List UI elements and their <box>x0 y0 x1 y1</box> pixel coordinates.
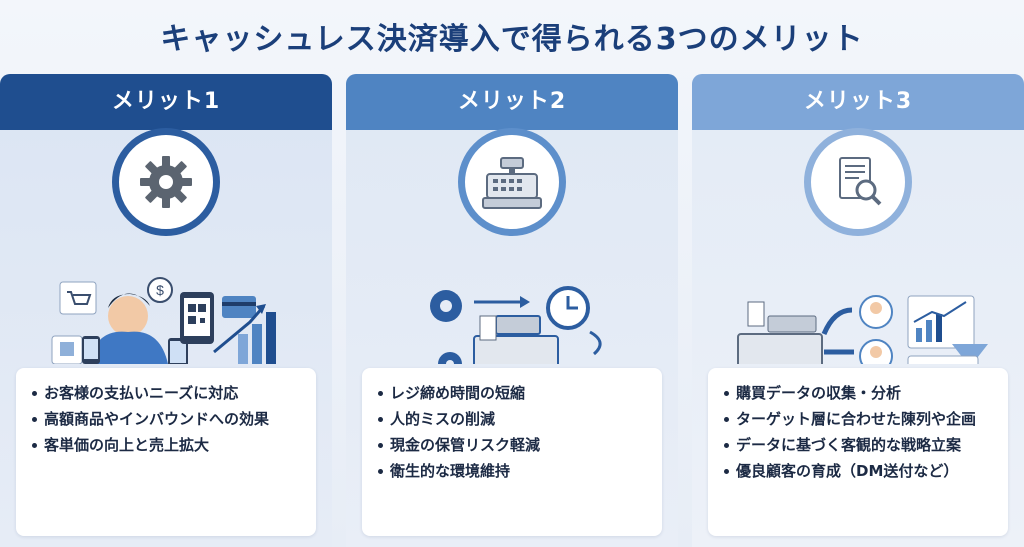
page-title: キャッシュレス決済導入で得られる3つのメリット <box>160 22 864 57</box>
document-search-icon <box>804 128 912 236</box>
merit-card-1: お客様の支払いニーズに対応 高額商品やインバウンドへの効果 客単価の向上と売上拡… <box>16 368 316 536</box>
list-item: 現金の保管リスク軽減 <box>376 432 648 458</box>
list-item: データに基づく客観的な戦略立案 <box>722 432 994 458</box>
cash-register-icon <box>458 128 566 236</box>
list-item: 高額商品やインバウンドへの効果 <box>30 406 302 432</box>
data-analysis-illustration <box>737 295 988 364</box>
register-efficiency-illustration <box>430 286 602 364</box>
merit-column-3: メリット3 <box>692 74 1024 547</box>
merit-heading-2: メリット2 <box>346 74 678 130</box>
svg-text:$: $ <box>156 282 164 298</box>
merit-heading-1: メリット1 <box>0 74 332 130</box>
merit-card-3: 購買データの収集・分析 ターゲット層に合わせた陳列や企画 データに基づく客観的な… <box>708 368 1008 536</box>
gear-icon <box>112 128 220 236</box>
merit-heading-3: メリット3 <box>692 74 1024 130</box>
list-item: レジ締め時間の短縮 <box>376 380 648 406</box>
merit-column-1: メリット1 $ <box>0 74 332 547</box>
sparkle-icon <box>974 501 1002 529</box>
customer-payment-illustration: $ <box>51 277 276 364</box>
merit-card-2: レジ締め時間の短縮 人的ミスの削減 現金の保管リスク軽減 衛生的な環境維持 <box>362 368 662 536</box>
list-item: ターゲット層に合わせた陳列や企画 <box>722 406 994 432</box>
merit-column-2: メリット2 <box>346 74 678 547</box>
list-item: 購買データの収集・分析 <box>722 380 994 406</box>
list-item: 客単価の向上と売上拡大 <box>30 432 302 458</box>
list-item: 人的ミスの削減 <box>376 406 648 432</box>
list-item: 衛生的な環境維持 <box>376 458 648 484</box>
list-item: お客様の支払いニーズに対応 <box>30 380 302 406</box>
list-item: 優良顧客の育成（DM送付など） <box>722 458 994 484</box>
